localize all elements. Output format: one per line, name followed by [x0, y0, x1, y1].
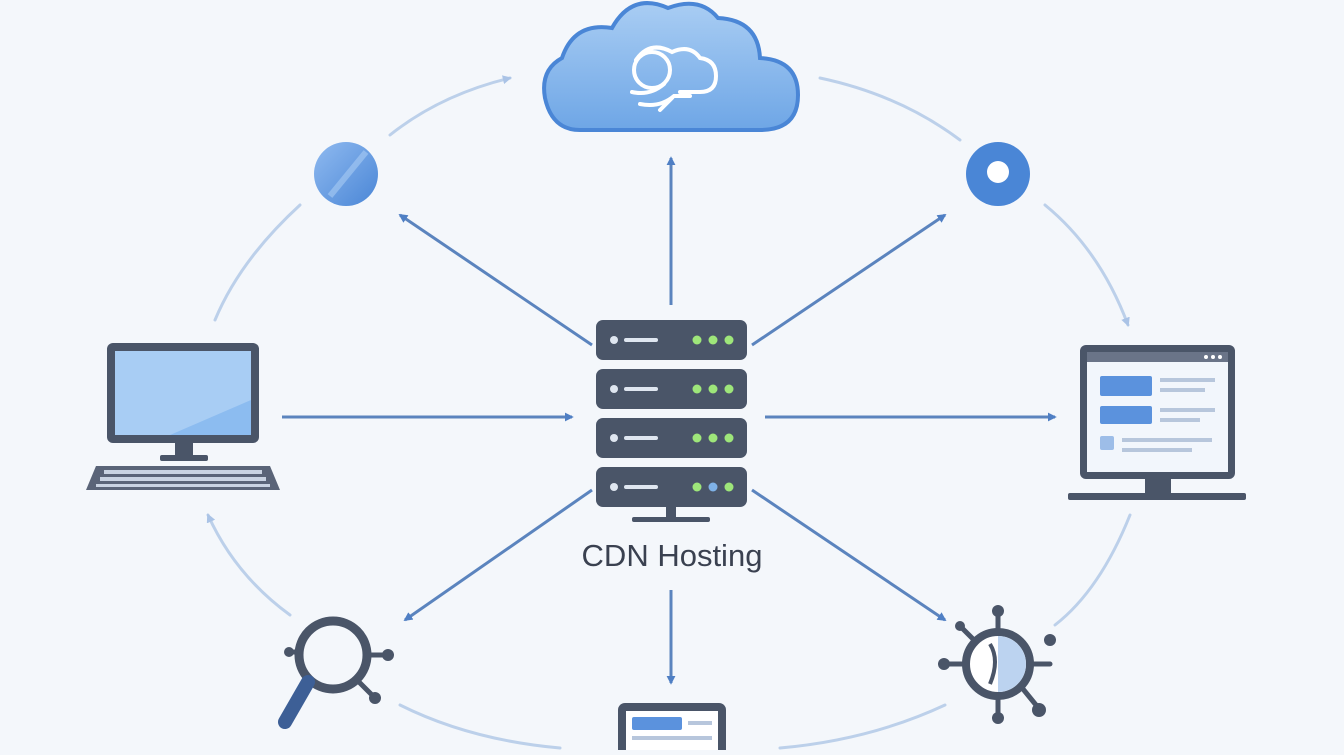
arrow-to-settings — [751, 488, 947, 622]
ring-node-icon — [966, 142, 1030, 206]
cloud-icon — [542, 1, 801, 132]
tablet-icon — [618, 703, 726, 755]
server-unit — [596, 320, 747, 360]
gear-virus-icon — [938, 605, 1056, 724]
desktop-computer-icon — [86, 343, 280, 490]
server-unit — [596, 369, 747, 409]
ring-arrow-top-left — [388, 75, 512, 137]
globe-icon — [314, 142, 378, 206]
ring-segment-bottom-left — [398, 703, 562, 750]
arrow-to-left-node — [398, 213, 593, 347]
arrow-to-search — [403, 488, 593, 622]
server-unit — [596, 418, 747, 458]
ring-segment-top-right — [818, 76, 962, 142]
spokes — [282, 156, 1057, 685]
ring-arrow-right — [1043, 203, 1130, 327]
server-rack-icon — [596, 320, 747, 522]
ring-segment-lower-right — [1053, 513, 1132, 627]
web-monitor-icon — [1068, 345, 1246, 500]
ring-segment-left — [213, 203, 302, 322]
center-label: CDN Hosting — [581, 538, 763, 573]
ring-segment-bottom-right — [778, 703, 947, 750]
magnifier-icon — [278, 616, 394, 729]
outer-ring — [206, 75, 1132, 750]
ring-arrow-lower-left — [206, 513, 292, 617]
arrow-to-right-node — [751, 213, 947, 347]
server-unit — [596, 467, 747, 507]
